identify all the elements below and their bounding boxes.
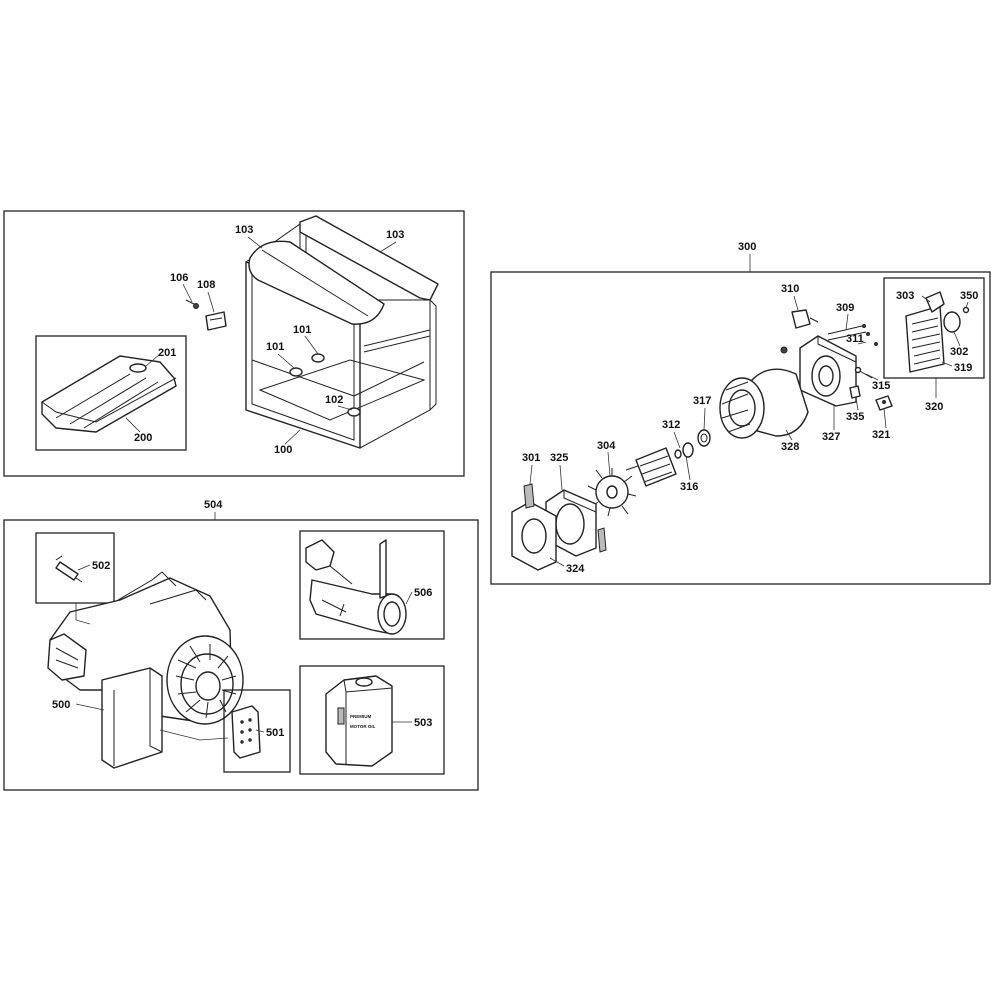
- washer-335: [849, 385, 861, 399]
- callout-101-b: 101: [266, 341, 284, 353]
- callout-303: 303: [896, 290, 914, 302]
- air-filter-element: [231, 705, 261, 759]
- spark-plug: [55, 555, 83, 583]
- callout-304: 304: [597, 440, 616, 452]
- callout-201: 201: [158, 347, 176, 359]
- knob-303: [925, 291, 945, 313]
- oil-bottle-inset-border: [299, 665, 445, 775]
- muffler: [305, 539, 407, 635]
- screw-315: [854, 366, 873, 379]
- bolt-106: [185, 299, 199, 309]
- callout-324: 324: [566, 563, 585, 575]
- callout-319: 319: [954, 362, 972, 374]
- tank-inset-border: [35, 335, 187, 451]
- callout-500: 500: [52, 699, 70, 711]
- dowel-301: [523, 483, 535, 509]
- alternator-group-panel: 300: [490, 241, 991, 585]
- callout-350: 350: [960, 290, 978, 302]
- callout-300: 300: [738, 241, 756, 253]
- spark-plug-inset-border: [35, 532, 115, 604]
- callout-301: 301: [522, 452, 540, 464]
- rotor: [625, 442, 694, 487]
- engine-group-panel: 504: [3, 499, 479, 791]
- engine-assembly: [47, 571, 244, 769]
- callout-502: 502: [92, 560, 110, 572]
- callout-310: 310: [781, 283, 799, 295]
- engine-group-border: [3, 519, 479, 791]
- air-filter-inset-border: [223, 689, 291, 773]
- screw-350: [962, 306, 970, 314]
- stator: [719, 368, 809, 439]
- end-bracket: [799, 335, 857, 407]
- callout-325: 325: [550, 452, 568, 464]
- callout-103-b: 103: [386, 229, 404, 241]
- callout-504: 504: [204, 499, 223, 511]
- callout-315: 315: [872, 380, 890, 392]
- through-bolts: [827, 324, 878, 346]
- adapter-gasket: [511, 501, 557, 571]
- callout-100: 100: [274, 444, 292, 456]
- alternator-group-border: [490, 271, 991, 585]
- callout-101: 101: [293, 324, 311, 336]
- rear-cover-grille: [905, 305, 945, 373]
- callout-312: 312: [662, 419, 680, 431]
- frame-group-border: [3, 210, 465, 477]
- terminal-321: [875, 395, 893, 411]
- washer-small: [780, 346, 788, 354]
- callout-317: 317: [693, 395, 711, 407]
- callout-316: 316: [680, 481, 698, 493]
- callout-328: 328: [781, 441, 799, 453]
- callout-102: 102: [325, 394, 343, 406]
- callout-335: 335: [846, 411, 864, 423]
- fuel-tank-cover: [41, 355, 177, 433]
- oil-bottle: PREMIUM MOTOR OIL: [325, 675, 393, 767]
- callout-327: 327: [822, 431, 840, 443]
- front-adapter: [545, 489, 597, 557]
- callout-103: 103: [235, 224, 253, 236]
- oil-bottle-text-motor-oil: MOTOR OIL: [350, 724, 376, 729]
- oil-bottle-text-premium: PREMIUM: [350, 714, 372, 719]
- callout-309: 309: [836, 302, 854, 314]
- rear-cover-inset-border: [883, 277, 985, 379]
- callout-320: 320: [925, 401, 943, 413]
- callout-302: 302: [950, 346, 968, 358]
- callout-503: 503: [414, 717, 432, 729]
- frame-group-panel: 103 103 106 108 101 101 102 100 201 200: [3, 210, 465, 477]
- bearing: [697, 429, 711, 447]
- callout-311: 311: [846, 333, 864, 345]
- callout-321: 321: [872, 429, 890, 441]
- callout-200: 200: [134, 432, 152, 444]
- callout-106: 106: [170, 272, 188, 284]
- callout-506: 506: [414, 587, 432, 599]
- brush-holder: [791, 309, 819, 329]
- knob-302: [943, 311, 961, 333]
- cooling-fan: [587, 468, 637, 517]
- bracket-108: [205, 311, 227, 331]
- callout-501: 501: [266, 727, 284, 739]
- bracket-pin: [597, 527, 607, 553]
- callout-108: 108: [197, 279, 215, 291]
- muffler-inset-border: [299, 530, 445, 640]
- generator-frame: [245, 215, 439, 449]
